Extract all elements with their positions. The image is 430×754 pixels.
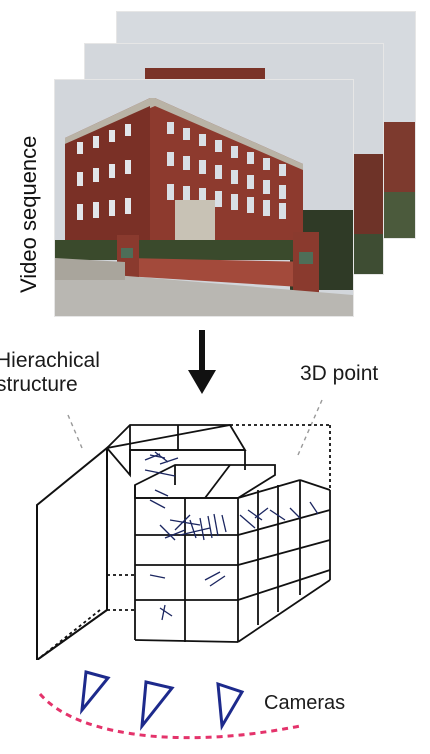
video-frame-front — [55, 80, 353, 316]
cameras-group — [38, 670, 301, 740]
cameras-label: Cameras — [264, 692, 346, 714]
hierarchical-structure-label: Hierachical structure — [0, 349, 100, 397]
camera-icon-3 — [216, 681, 245, 731]
video-sequence-label: Video sequence — [16, 135, 41, 293]
3d-point-label: 3D point — [300, 362, 379, 385]
octree-structure — [36, 399, 331, 660]
camera-icon-1 — [79, 670, 111, 715]
hierarchical-label-line1: Hierachical — [0, 349, 100, 372]
hierarchical-label-line2: structure — [0, 373, 78, 397]
camera-icon-2 — [140, 680, 175, 731]
down-arrow-icon — [188, 330, 216, 394]
camera-trajectory — [38, 693, 301, 740]
